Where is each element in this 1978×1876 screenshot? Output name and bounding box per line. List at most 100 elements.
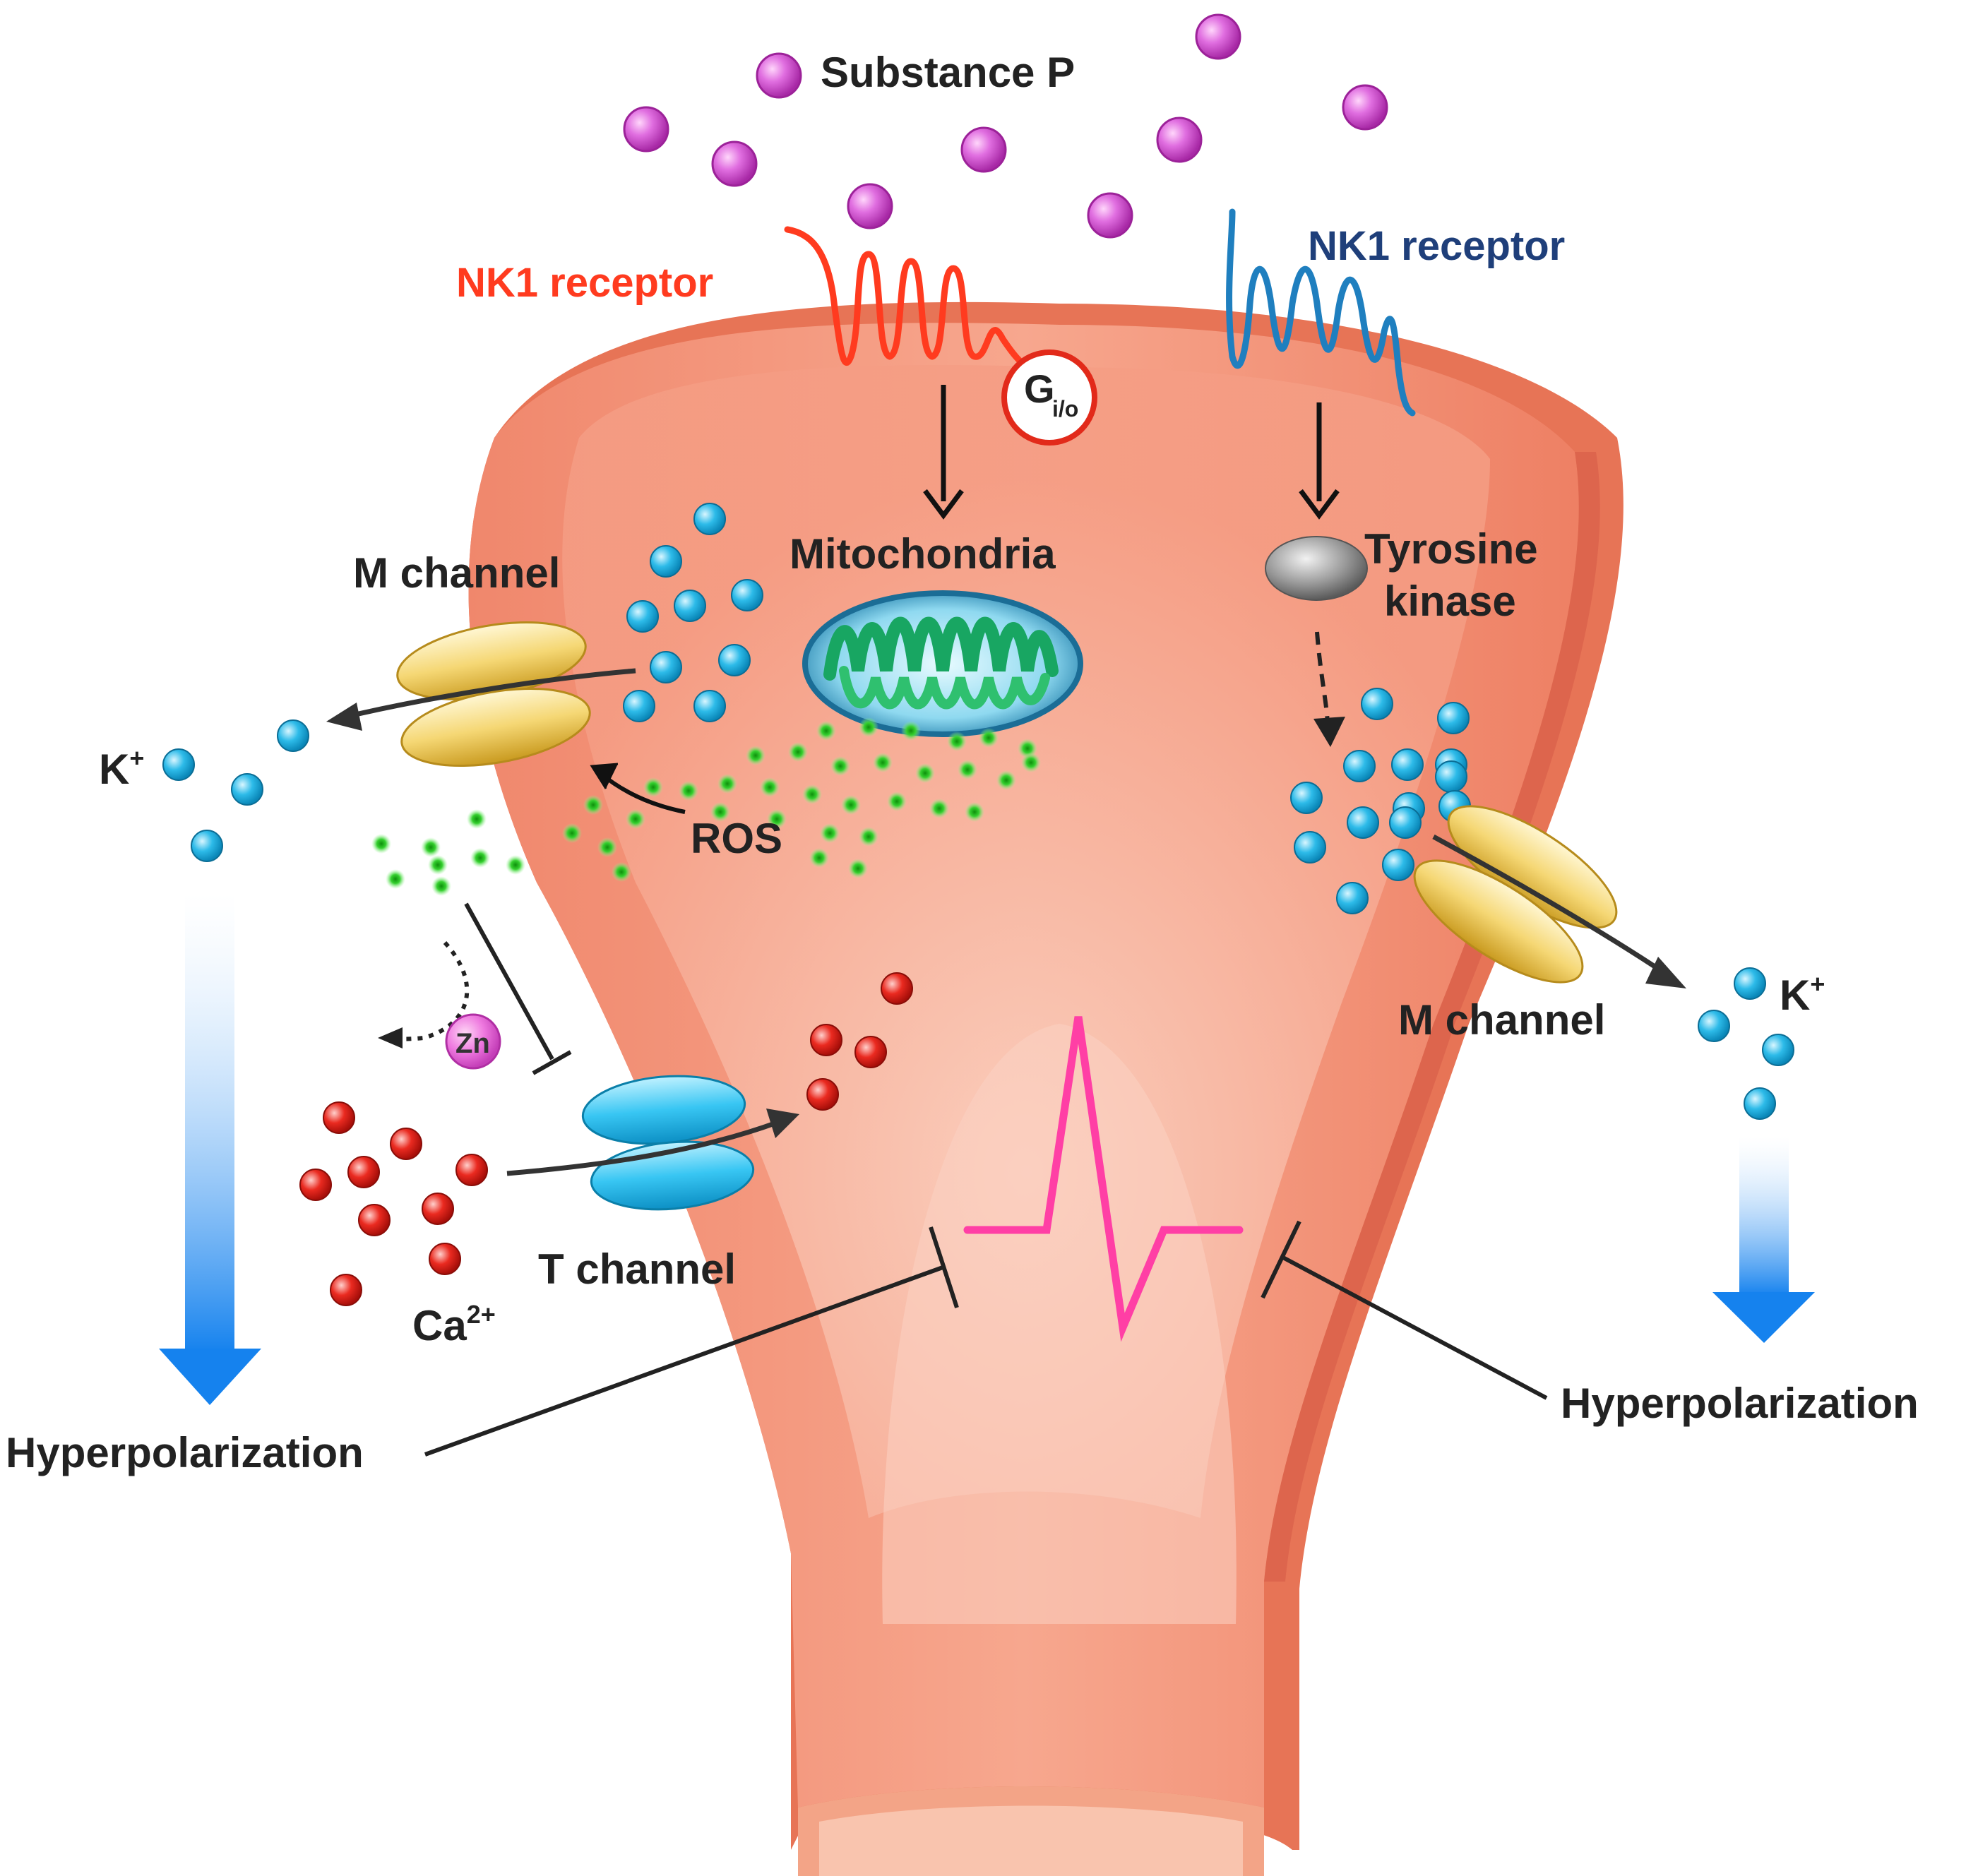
ros-particle	[467, 809, 487, 829]
calcium-ion	[422, 1193, 454, 1225]
ros-particle	[717, 774, 737, 794]
calcium-ion	[330, 1274, 362, 1306]
nk1-receptor-right	[1226, 208, 1416, 417]
mitochondrion	[802, 590, 1083, 737]
ca-label: Ca2+	[412, 1300, 496, 1349]
substance-p-particle	[1342, 84, 1388, 131]
ros-particle	[830, 756, 850, 776]
ros-particle	[626, 809, 645, 829]
ros-particle	[470, 848, 490, 868]
calcium-ion	[429, 1243, 461, 1275]
potassium-ion	[650, 651, 682, 683]
substance-p-particle	[623, 106, 669, 153]
k-right-sup: +	[1810, 969, 1825, 998]
potassium-ion	[626, 600, 659, 633]
ros-particle	[901, 721, 921, 741]
ros-particle	[583, 795, 603, 815]
potassium-ion	[1290, 782, 1323, 814]
potassium-ion	[162, 748, 195, 781]
potassium-ion	[1294, 831, 1326, 864]
ros-particle	[428, 855, 448, 875]
ros-particle	[979, 728, 999, 748]
ros-particle	[859, 827, 878, 847]
inhibition-ros-to-t-channel	[464, 902, 572, 1075]
ros-particle	[371, 834, 391, 854]
substance-p-particle	[1156, 116, 1203, 163]
ros-particle	[848, 859, 868, 878]
arrow-ca-influx-head	[766, 1109, 799, 1138]
zn-dotted-arrow-head	[378, 1027, 403, 1048]
t-channel-label: T channel	[538, 1245, 736, 1293]
hyperpolarization-arrow-right	[1712, 1137, 1815, 1343]
calcium-ion	[347, 1156, 380, 1188]
calcium-ion	[390, 1128, 422, 1160]
potassium-ion	[623, 690, 655, 722]
ros-particles	[371, 717, 1041, 896]
substance-p-particles	[623, 13, 1388, 239]
calcium-ion	[806, 1078, 839, 1111]
inhibition-right-to-waveform	[1261, 1220, 1548, 1400]
k-right-label: K+	[1780, 969, 1825, 1019]
nk1-receptor-left	[784, 226, 1042, 374]
ros-label: ROS	[691, 815, 782, 862]
ros-particle	[873, 753, 893, 772]
potassium-ion	[1698, 1010, 1730, 1042]
ca-main: Ca	[412, 1302, 467, 1349]
arrow-k-efflux-left	[345, 668, 636, 719]
zinc-ion: Zn	[378, 940, 501, 1070]
tyrosine-kinase	[1265, 536, 1368, 601]
dashed-arrow-kinase-to-k-head	[1313, 717, 1345, 747]
arrow-k-efflux-right-head	[1645, 957, 1686, 988]
calcium-ion	[299, 1169, 332, 1201]
ros-particle	[506, 855, 525, 875]
g-protein-gio: G i/o	[1001, 349, 1097, 446]
arrow-to-tyrosine-kinase-head	[1299, 489, 1340, 520]
potassium-ion	[1435, 760, 1467, 793]
k-left-main: K	[99, 746, 129, 793]
m-channel-right-label: M channel	[1398, 996, 1605, 1044]
ros-particle	[947, 731, 967, 751]
ros-particle	[643, 777, 663, 797]
ros-particle	[431, 876, 451, 896]
potassium-ion	[1391, 748, 1424, 781]
ros-particle	[679, 781, 698, 801]
mitochondria-label: Mitochondria	[790, 530, 1056, 578]
potassium-ion	[1347, 806, 1379, 839]
ros-particle	[421, 837, 441, 857]
ros-particle	[859, 717, 878, 737]
nk1-receptor-right-label: NK1 receptor	[1308, 223, 1565, 269]
potassium-ion	[1437, 702, 1470, 734]
ros-particle	[788, 742, 808, 762]
potassium-ion	[1343, 750, 1376, 782]
hyperpolarization-arrow-left	[159, 893, 261, 1405]
tyrosine-kinase-label-line1: Tyrosine	[1364, 525, 1538, 573]
k-left-sup: +	[129, 743, 144, 772]
potassium-ion	[1382, 849, 1414, 881]
ros-particle	[965, 802, 984, 822]
ros-particle	[760, 777, 780, 797]
potassium-ion	[731, 579, 763, 611]
substance-p-particle	[960, 126, 1007, 173]
ros-particle	[915, 763, 935, 783]
calcium-ions	[299, 972, 913, 1306]
potassium-ion	[693, 503, 726, 535]
substance-p-particle	[1195, 13, 1241, 60]
potassium-ion	[1734, 967, 1766, 1000]
m-channel-left-label: M channel	[353, 549, 560, 597]
nk1-receptor-left-label: NK1 receptor	[456, 260, 713, 306]
substance-p-label: Substance P	[821, 49, 1075, 96]
potassium-ion	[650, 545, 682, 578]
ros-particle	[816, 721, 836, 741]
calcium-ion	[810, 1024, 842, 1056]
hyperpolarization-right-label: Hyperpolarization	[1561, 1380, 1919, 1427]
substance-p-particle	[711, 141, 758, 187]
substance-p-particle	[847, 183, 893, 229]
ros-particle	[929, 799, 949, 818]
ros-particle	[746, 746, 765, 765]
cell-body	[468, 301, 1623, 1876]
potassium-ion	[674, 590, 706, 622]
hyperpolarization-left-label: Hyperpolarization	[6, 1429, 364, 1476]
ros-particle	[809, 848, 829, 868]
potassium-ion	[1336, 882, 1369, 914]
